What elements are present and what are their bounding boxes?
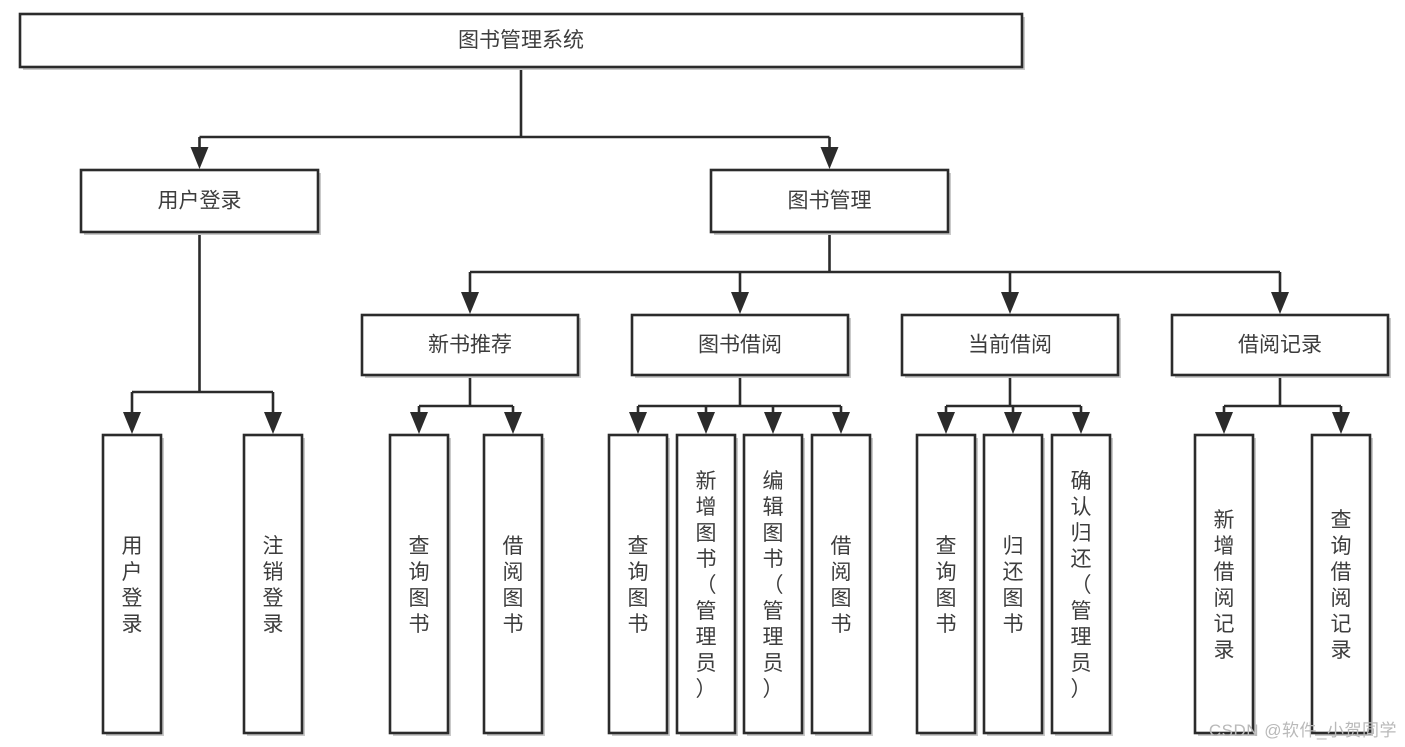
arrow-head-icon xyxy=(820,147,839,169)
node-leaf-10[interactable]: 归还图书 xyxy=(982,433,1045,736)
arrow-head-icon xyxy=(937,412,955,434)
arrow-head-icon xyxy=(1072,412,1090,434)
node-leaf-label: 用户登录 xyxy=(122,535,143,636)
box-outline xyxy=(675,433,737,735)
arrow-head-icon xyxy=(1332,412,1350,434)
node-level3-label: 当前借阅 xyxy=(968,334,1052,357)
node-leaf-8[interactable]: 借阅图书 xyxy=(810,433,873,736)
node-leaf-7[interactable]: 编辑图书（管理员） xyxy=(742,433,805,736)
arrow-head-icon xyxy=(764,412,782,434)
arrow-head-icon xyxy=(832,412,850,434)
node-leaf-label: 归还图书 xyxy=(1003,535,1024,636)
arrow-head-icon xyxy=(264,412,282,434)
box-outline xyxy=(607,433,669,735)
arrow-head-icon xyxy=(410,412,428,434)
node-leaf-2[interactable]: 注销登录 xyxy=(242,433,305,736)
box-outline xyxy=(1193,433,1255,735)
node-leaf-label: 查询图书 xyxy=(628,535,649,636)
box-outline xyxy=(1050,433,1112,735)
node-level3-label: 图书借阅 xyxy=(698,334,782,357)
box-outline xyxy=(915,433,977,735)
box-outline xyxy=(900,313,1120,377)
node-leaf-4[interactable]: 借阅图书 xyxy=(482,433,545,736)
watermark-label: CSDN @软件_小贺同学 xyxy=(1208,721,1397,740)
node-level3-4[interactable]: 借阅记录 xyxy=(1170,313,1391,378)
node-leaf-11[interactable]: 确认归还（管理员） xyxy=(1050,433,1113,736)
node-level3-1[interactable]: 新书推荐 xyxy=(360,313,581,378)
box-outline xyxy=(742,433,804,735)
node-level3-label: 新书推荐 xyxy=(428,334,512,357)
node-leaf-12[interactable]: 新增借阅记录 xyxy=(1193,433,1256,736)
box-outline xyxy=(18,12,1024,69)
node-level3-3[interactable]: 当前借阅 xyxy=(900,313,1121,378)
node-level2-2[interactable]: 图书管理 xyxy=(709,168,951,235)
box-outline xyxy=(810,433,872,735)
arrow-head-icon xyxy=(697,412,715,434)
box-outline xyxy=(242,433,304,735)
node-leaf-1[interactable]: 用户登录 xyxy=(101,433,164,736)
arrow-head-icon xyxy=(1271,292,1289,314)
node-leaf-13[interactable]: 查询借阅记录 xyxy=(1310,433,1373,736)
arrow-head-icon xyxy=(629,412,647,434)
box-outline xyxy=(388,433,450,735)
arrow-head-icon xyxy=(1004,412,1022,434)
node-leaf-label: 注销登录 xyxy=(263,535,284,636)
box-outline xyxy=(101,433,163,735)
node-leaf-label: 查询图书 xyxy=(936,535,957,636)
box-outline xyxy=(630,313,850,377)
node-leaf-label: 新增借阅记录 xyxy=(1214,509,1235,662)
node-leaf-label: 编辑图书（管理员） xyxy=(763,470,784,701)
node-level2-label: 图书管理 xyxy=(788,190,872,213)
node-level3-2[interactable]: 图书借阅 xyxy=(630,313,851,378)
node-leaf-label: 查询借阅记录 xyxy=(1331,509,1352,662)
box-outline xyxy=(1170,313,1390,377)
node-level3-label: 借阅记录 xyxy=(1238,334,1322,357)
box-outline xyxy=(482,433,544,735)
node-root[interactable]: 图书管理系统 xyxy=(18,12,1025,70)
box-outline xyxy=(360,313,580,377)
node-leaf-5[interactable]: 查询图书 xyxy=(607,433,670,736)
arrow-head-icon xyxy=(1215,412,1233,434)
box-outline xyxy=(982,433,1044,735)
node-leaf-label: 新增图书（管理员） xyxy=(696,470,717,701)
node-leaf-6[interactable]: 新增图书（管理员） xyxy=(675,433,738,736)
node-leaf-label: 查询图书 xyxy=(409,535,430,636)
node-leaf-9[interactable]: 查询图书 xyxy=(915,433,978,736)
node-leaf-label: 借阅图书 xyxy=(831,535,852,636)
arrow-head-icon xyxy=(461,292,479,314)
node-leaf-label: 借阅图书 xyxy=(503,535,524,636)
arrow-head-icon xyxy=(504,412,522,434)
node-leaf-3[interactable]: 查询图书 xyxy=(388,433,451,736)
node-leaf-label: 确认归还（管理员） xyxy=(1071,470,1092,701)
box-outline xyxy=(79,168,320,234)
box-outline xyxy=(1310,433,1372,735)
arrow-head-icon xyxy=(1001,292,1019,314)
node-level2-1[interactable]: 用户登录 xyxy=(79,168,321,235)
arrow-head-icon xyxy=(123,412,141,434)
node-level2-label: 用户登录 xyxy=(158,190,242,213)
arrow-head-icon xyxy=(190,147,209,169)
arrow-head-icon xyxy=(731,292,749,314)
box-outline xyxy=(709,168,950,234)
node-root-label: 图书管理系统 xyxy=(458,29,584,52)
